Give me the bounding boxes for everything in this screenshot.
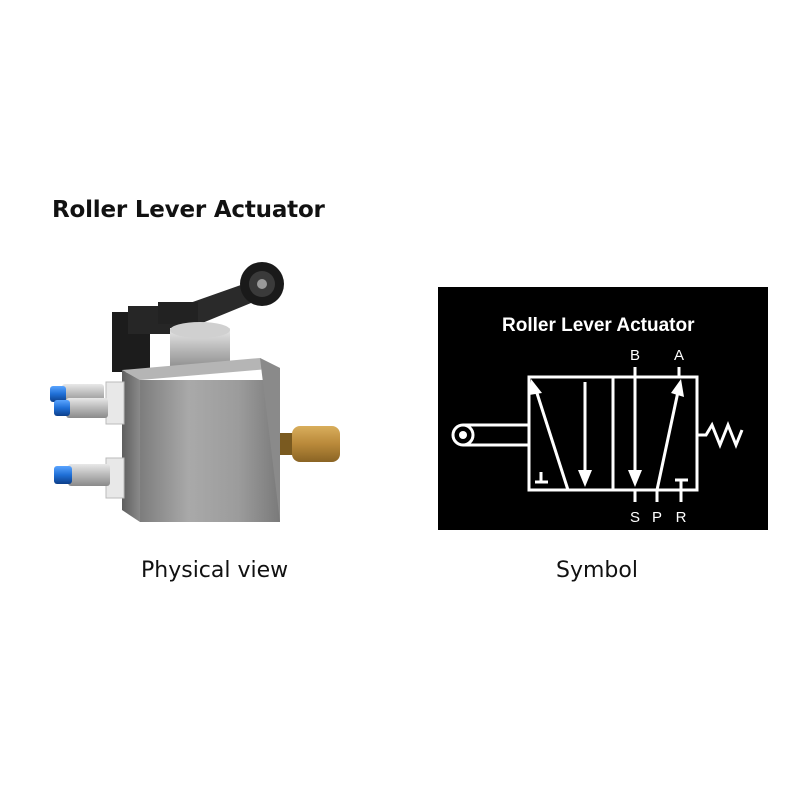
physical-view-image: [40, 250, 370, 540]
left-position-paths: [533, 382, 587, 491]
spring-symbol: [697, 420, 744, 450]
valve-envelope: [527, 375, 699, 492]
symbol-title: Roller Lever Actuator: [502, 315, 695, 336]
blue-fitting-bottom: [54, 464, 110, 486]
caption-symbol: Symbol: [556, 558, 638, 583]
port-label-a: A: [674, 347, 684, 364]
caption-physical-view: Physical view: [141, 558, 289, 583]
brass-muffler: [280, 426, 340, 462]
roller-lever: [158, 262, 284, 328]
page-title: Roller Lever Actuator: [52, 197, 325, 223]
right-position-paths: [633, 367, 688, 502]
symbol-panel: Roller Lever Actuator B A: [438, 287, 768, 530]
port-label-s: S: [630, 509, 640, 526]
left-arrow-up: [529, 379, 542, 395]
valve-illustration: [50, 262, 340, 522]
valve-symbol-diagram: Roller Lever Actuator B A: [451, 315, 744, 526]
port-label-b: B: [630, 347, 640, 364]
port-label-p: P: [652, 509, 662, 526]
valve-body: [122, 358, 280, 522]
threaded-adapters: [105, 381, 125, 499]
blue-fitting-top-2: [54, 398, 108, 418]
left-arrow-down: [578, 470, 592, 487]
port-label-r: R: [676, 509, 687, 526]
right-arrow-up: [671, 379, 684, 397]
right-arrow-down: [628, 470, 642, 487]
roller-pin: [459, 431, 467, 439]
roller-actuator-symbol: [451, 423, 529, 447]
